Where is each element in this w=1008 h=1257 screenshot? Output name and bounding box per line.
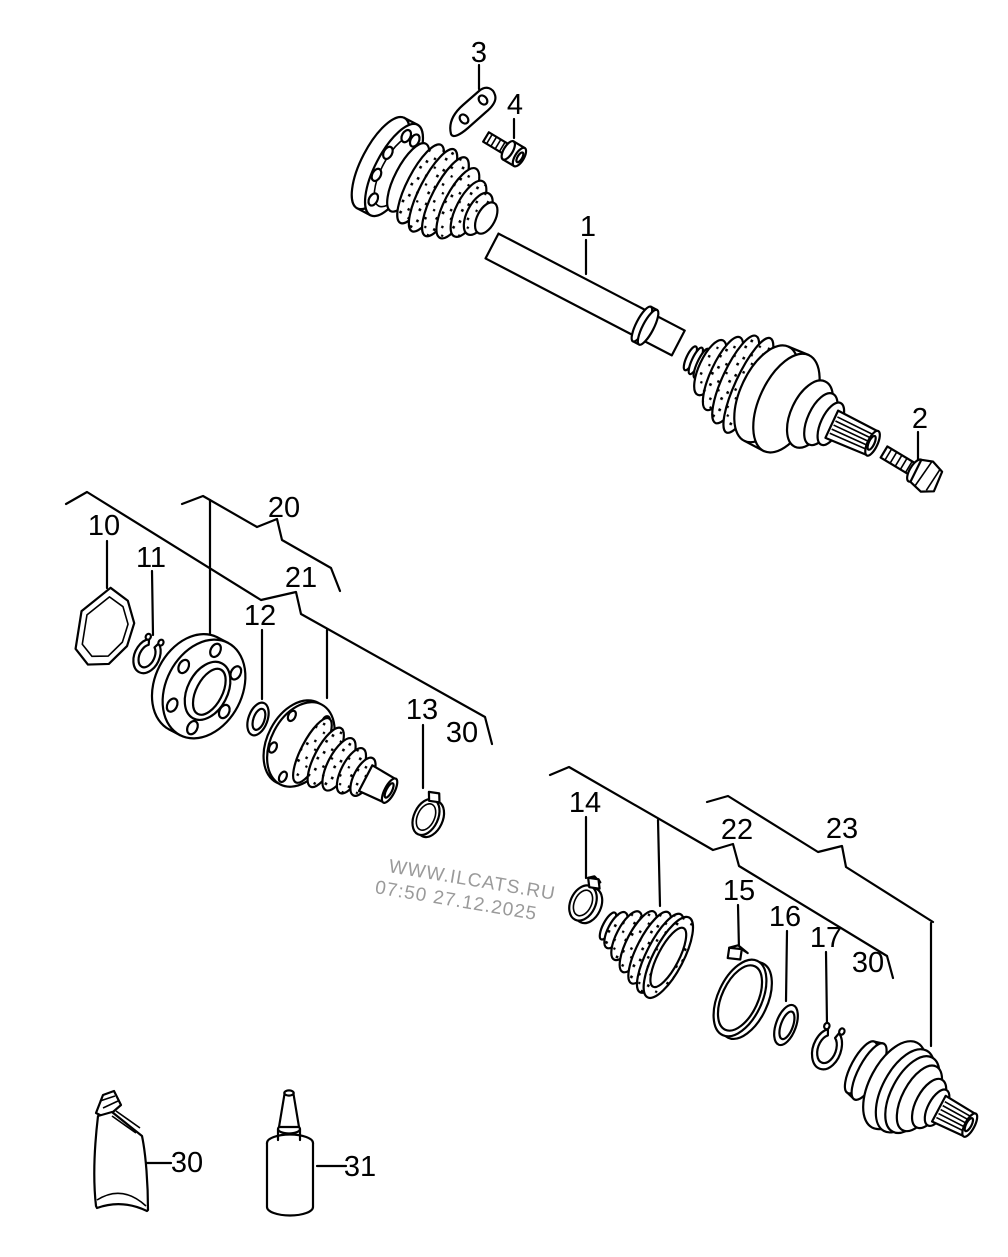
callout-23[interactable]: 23 [826,813,858,845]
callout-21[interactable]: 21 [285,562,317,594]
washer-16 [773,1003,799,1047]
leader-17 [824,950,829,1027]
callout-leaders [64,63,935,1168]
socket-bolt [482,131,528,168]
bracket-23 [705,794,935,924]
drive-shaft-assembly [350,115,881,457]
clamp-13 [411,790,446,839]
inner-flange [350,115,425,218]
lock-plate [449,86,497,138]
adhesive-bottle [265,1089,315,1217]
bracket-22 [548,765,895,980]
bracket-20 [180,494,342,593]
callout-labels: 1 2 3 4 10 11 12 13 14 15 16 17 20 21 22… [88,37,928,1183]
callout-16[interactable]: 16 [769,901,801,933]
flange-gasket [74,586,136,666]
callout-30-group22[interactable]: 30 [852,947,884,979]
outer-boot-22 [598,910,695,1000]
callout-10[interactable]: 10 [88,510,120,542]
circlip-11 [132,632,165,675]
outer-joint-and-boot [682,334,881,457]
callout-1[interactable]: 1 [580,211,596,243]
grease-tube [93,1089,150,1213]
inner-boot-with-flange [262,699,399,804]
watermark: WWW.ILCATS.RU 07:50 27.12.2025 [374,856,558,925]
callout-12[interactable]: 12 [244,600,276,632]
callout-11[interactable]: 11 [136,542,166,574]
spacer-ring-12 [246,701,270,737]
clamp-15 [712,944,773,1040]
circlip-17 [810,1021,846,1071]
callout-13[interactable]: 13 [406,694,438,726]
callout-17[interactable]: 17 [810,922,842,954]
axle-shaft [484,232,686,357]
clamp-14 [568,875,604,925]
callout-15[interactable]: 15 [723,875,755,907]
callout-30-group21[interactable]: 30 [446,717,478,749]
cv-joint-flange [150,633,247,740]
bracket-21 [64,490,494,746]
outer-cv-joint [843,1040,979,1138]
callout-30-tube[interactable]: 30 [171,1147,203,1179]
leader-11 [150,569,155,637]
callout-22[interactable]: 22 [721,814,753,846]
callout-14[interactable]: 14 [569,787,601,819]
callout-2[interactable]: 2 [912,403,928,435]
leader-16 [784,929,789,1003]
leader-15 [736,903,741,952]
hex-bolt [879,445,944,493]
inner-joint-boot [386,142,499,240]
callout-20[interactable]: 20 [268,492,300,524]
callout-4[interactable]: 4 [507,89,523,121]
leader-22-boot [656,818,662,908]
callout-31[interactable]: 31 [344,1151,376,1183]
callout-3[interactable]: 3 [471,37,487,69]
